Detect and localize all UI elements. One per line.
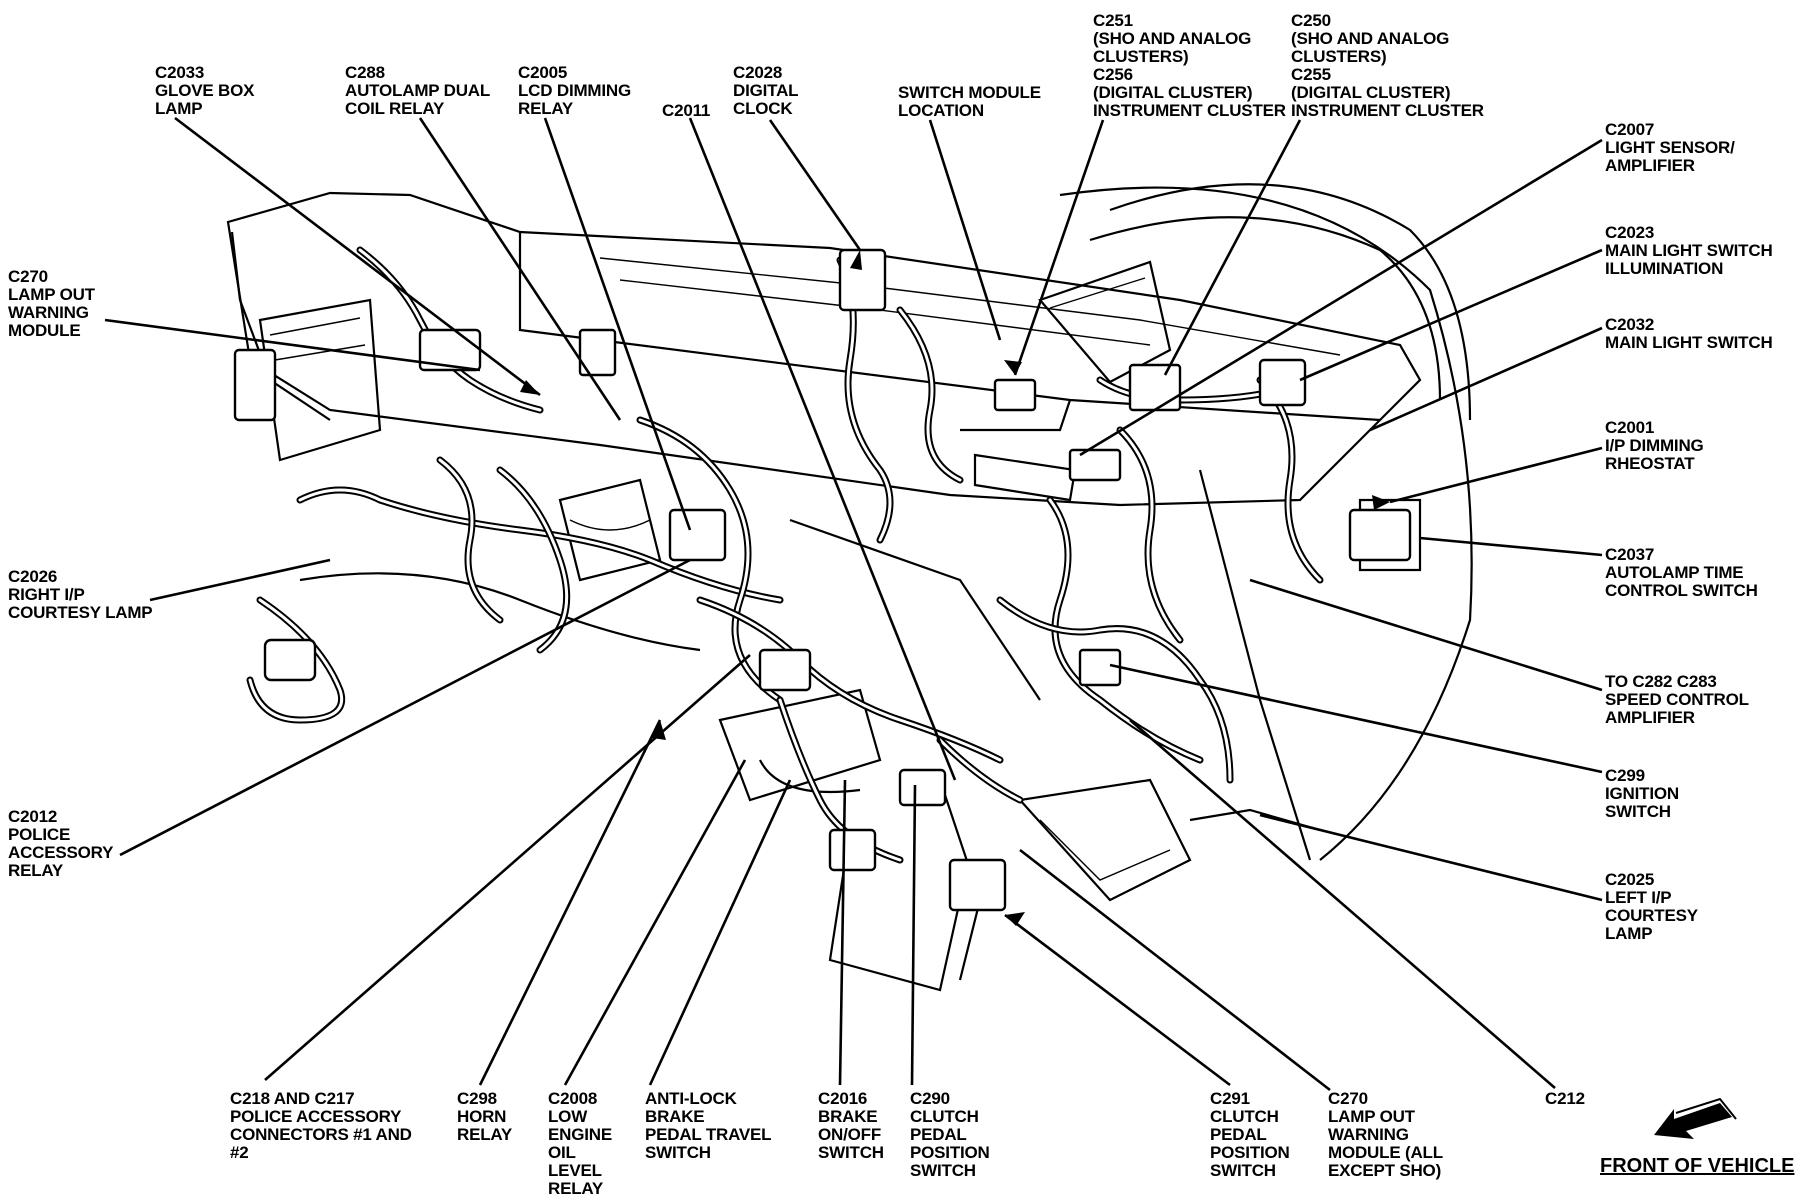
label-c288-autolamp-dual-coil-relay: C288 AUTOLAMP DUAL COIL RELAY [345, 63, 491, 118]
label-c2025-left-ip-courtesy-lamp: C2025 LEFT I/P COURTESY LAMP [1605, 870, 1698, 943]
label-c2005-lcd-dimming-relay: C2005 LCD DIMMING RELAY [518, 63, 632, 118]
label-c212: C212 [1545, 1089, 1585, 1108]
label-c2028-digital-clock: C2028 DIGITAL CLOCK [733, 63, 799, 118]
label-c250-instrument-cluster: C250 (SHO AND ANALOG CLUSTERS) C255 (DIG… [1291, 11, 1484, 120]
label-c291-clutch-pedal-position-switch: C291 CLUTCH PEDAL POSITION SWITCH [1210, 1089, 1290, 1180]
label-c282-speed-control-amplifier: TO C282 C283 SPEED CONTROL AMPLIFIER [1605, 672, 1749, 727]
label-c2032-main-light-switch: C2032 MAIN LIGHT SWITCH [1605, 315, 1773, 352]
label-c298-horn-relay: C298 HORN RELAY [457, 1089, 513, 1144]
front-of-vehicle-label: FRONT OF VEHICLE [1600, 1155, 1795, 1177]
wire-harness [246, 246, 1324, 864]
label-c290-clutch-pedal-position-switch: C290 CLUTCH PEDAL POSITION SWITCH [910, 1089, 990, 1180]
label-c2001-ip-dimming-rheostat: C2001 I/P DIMMING RHEOSTAT [1605, 418, 1704, 473]
label-c2033-glove-box-lamp: C2033 GLOVE BOX LAMP [155, 63, 255, 118]
leader-lines [104, 116, 1603, 1092]
connectors [233, 248, 1412, 912]
label-c299-ignition-switch: C299 IGNITION SWITCH [1605, 766, 1679, 821]
label-c2037-autolamp-time-control-switch: C2037 AUTOLAMP TIME CONTROL SWITCH [1605, 545, 1758, 600]
arrow-front-of-vehicle-icon [1654, 1097, 1737, 1139]
label-c2007-light-sensor: C2007 LIGHT SENSOR/ AMPLIFIER [1605, 120, 1735, 175]
label-c2012-police-accessory-relay: C2012 POLICE ACCESSORY RELAY [8, 807, 114, 880]
label-c270-lamp-out-warning-module: C270 LAMP OUT WARNING MODULE [8, 267, 95, 340]
label-c2016-brake-on-off-switch: C2016 BRAKE ON/OFF SWITCH [818, 1089, 884, 1162]
label-c2026-right-ip-courtesy-lamp: C2026 RIGHT I/P COURTESY LAMP [8, 567, 153, 622]
label-c2023-main-light-switch-illumination: C2023 MAIN LIGHT SWITCH ILLUMINATION [1605, 223, 1773, 278]
label-c2008-low-engine-oil-level-relay: C2008 LOW ENGINE OIL LEVEL RELAY [548, 1089, 612, 1198]
label-switch-module-location: SWITCH MODULE LOCATION [898, 83, 1041, 120]
label-c218-c217-police-accessory-connectors: C218 AND C217 POLICE ACCESSORY CONNECTOR… [230, 1089, 412, 1162]
label-c251-instrument-cluster: C251 (SHO AND ANALOG CLUSTERS) C256 (DIG… [1093, 11, 1286, 120]
label-c270-lamp-out-warning-module-except-sho: C270 LAMP OUT WARNING MODULE (ALL EXCEPT… [1328, 1089, 1443, 1180]
label-c2011: C2011 [662, 101, 711, 120]
label-anti-lock-brake-pedal-travel-switch: ANTI-LOCK BRAKE PEDAL TRAVEL SWITCH [645, 1089, 772, 1162]
